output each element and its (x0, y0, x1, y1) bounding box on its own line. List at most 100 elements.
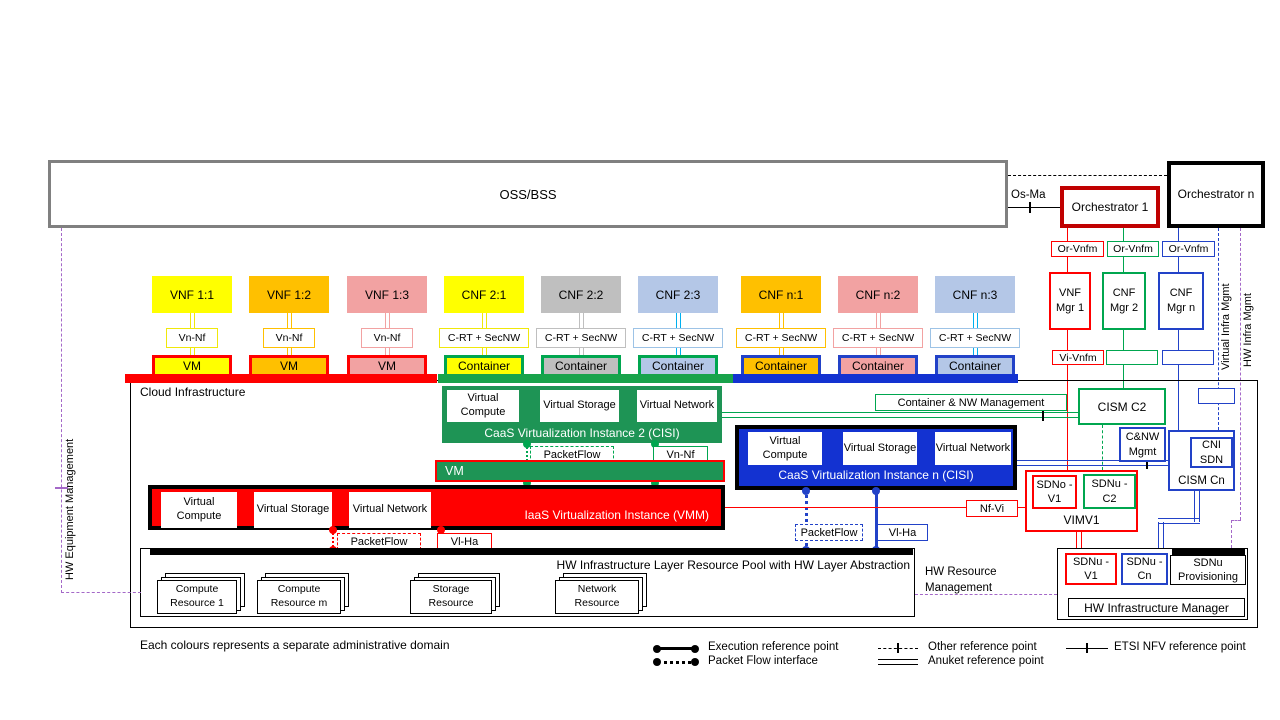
ref-label-crt-secnw: C-RT + SecNW (439, 328, 529, 348)
hw-infra-mgmt-line-2 (1231, 520, 1232, 548)
cnw-mgmt-box: C&NW Mgmt (1119, 427, 1166, 462)
legend-dot (691, 644, 699, 653)
legend-anuket-label: Anuket reference point (928, 655, 1044, 667)
ref-label-crt-secnw: C-RT + SecNW (633, 328, 723, 348)
virtual-infra-mgmt-line (1218, 228, 1219, 430)
nf-box-vnf-1-2: VNF 1:2 (249, 276, 329, 313)
vim-sdnu-v1-line (1076, 532, 1082, 553)
packetflow-line-blue (805, 490, 808, 551)
virtual-network-box: Virtual Network (935, 432, 1011, 465)
orchestrator-1-box: Orchestrator 1 (1060, 186, 1160, 228)
or-vnfm-label-green: Or-Vnfm (1107, 241, 1159, 257)
nf-vi-line (725, 507, 1025, 508)
ref-label-crt-secnw: C-RT + SecNW (833, 328, 923, 348)
compute-resource-m-stack: Compute Resource m (257, 573, 349, 614)
cloud-infrastructure-title: Cloud Infrastructure (140, 385, 246, 399)
caasn-cism-line (1017, 460, 1168, 466)
vm-domain-bar (125, 374, 437, 383)
sdno-v1-box: SDNo -V1 (1032, 475, 1077, 509)
sdnu-provisioning-bar (1172, 548, 1245, 555)
sdnu-c2-box: SDNu -C2 (1083, 474, 1136, 509)
cism-cn-drop-line-2 (1158, 518, 1200, 524)
hw-infra-mgmt-line (1240, 228, 1241, 520)
container-domain-bar-green (438, 374, 733, 383)
virtual-storage-box: Virtual Storage (540, 390, 619, 422)
vm-box: VM (152, 355, 232, 377)
connector-dot (523, 479, 531, 487)
connector-dot (651, 440, 659, 448)
nf-box-cnf-n-3: CNF n:3 (935, 276, 1015, 313)
iaas-instance-label: IaaS Virtualization Instance (VMM) (524, 508, 709, 522)
empty-blue-box (1198, 388, 1235, 404)
os-ma-line (1008, 207, 1060, 208)
cism-cn-drop-line-3 (1158, 522, 1164, 553)
cism-cn-label: CISM Cn (1178, 475, 1225, 487)
legend-dot (653, 644, 661, 653)
hw-infra-mgmt-line-jog (1231, 520, 1241, 521)
container-domain-bar-blue (733, 374, 1018, 383)
legend-packetflow-label: Packet Flow interface (708, 655, 818, 667)
or-vnfm-label-blue: Or-Vnfm (1162, 241, 1215, 257)
connector-dot (802, 487, 810, 495)
vl-ha-label-blue: Vl-Ha (877, 524, 928, 541)
hw-equipment-mgmt-line-v (61, 228, 62, 593)
virtual-storage-box: Virtual Storage (843, 432, 917, 465)
container-nw-mgmt-line (722, 412, 1078, 418)
legend-dot (653, 658, 661, 666)
nf-box-cnf-2-1: CNF 2:1 (444, 276, 524, 313)
cnf-mgr-n-box: CNF Mgr n (1158, 272, 1204, 330)
connector-dot (651, 479, 659, 487)
container-box: Container (638, 355, 718, 377)
execution-line-blue (875, 490, 878, 551)
cni-sdn-box: CNI SDN (1190, 437, 1233, 468)
vm-layer-bar: VM (435, 460, 725, 482)
caas-instance-2-label: CaaS Virtualization Instance 2 (CISI) (484, 426, 680, 440)
virtual-compute-box: Virtual Compute (748, 432, 822, 465)
packetflow-label-blue: PacketFlow (795, 524, 863, 541)
virtual-infra-mgmt-label: Virtual Infra Mgmt (1220, 283, 1232, 370)
virtual-compute-box: Virtual Compute (447, 390, 519, 422)
virtual-network-box: Virtual Network (349, 492, 431, 528)
virtual-storage-box: Virtual Storage (254, 492, 332, 528)
legend-other-tick (897, 643, 899, 653)
etsi-tick (1146, 457, 1148, 469)
empty-green-ref-box (1106, 350, 1158, 365)
cism-cn-box: CNI SDN CISM Cn (1168, 430, 1235, 491)
vl-ha-label-red: Vl-Ha (437, 533, 492, 550)
connector-dot (437, 526, 445, 534)
virtual-compute-box: Virtual Compute (161, 492, 237, 528)
etsi-tick (1042, 409, 1044, 421)
connector-dot (872, 487, 880, 495)
orchestrator-n-box: Orchestrator n (1167, 161, 1265, 228)
sdnu-cn-box: SDNu -Cn (1121, 553, 1168, 585)
ref-label-crt-secnw: C-RT + SecNW (736, 328, 826, 348)
storage-resource-stack: Storage Resource (410, 573, 500, 614)
ref-label-crt-secnw: C-RT + SecNW (536, 328, 626, 348)
ref-label-vn-nf: Vn-Nf (263, 328, 315, 348)
vn-nf-label-green: Vn-Nf (653, 446, 708, 463)
legend-note: Each colours represents a separate admin… (140, 638, 450, 652)
container-nw-mgmt-label: Container & NW Management (875, 394, 1067, 411)
legend-execution-label: Execution reference point (708, 641, 839, 653)
hw-infra-mgmt-label: HW Infra Mgmt (1242, 293, 1254, 367)
nf-box-cnf-n-2: CNF n:2 (838, 276, 918, 313)
iaas-instance-box: Virtual Compute Virtual Storage Virtual … (148, 485, 725, 530)
legend-execution-marker (657, 647, 697, 650)
hw-equipment-mgmt-line-h (61, 592, 141, 593)
hw-equipment-mgmt-label: HW Equipment Management (64, 438, 76, 580)
os-ma-tick (1029, 202, 1031, 213)
sdnu-v1-box: SDNu -V1 (1065, 553, 1117, 585)
ref-label-vn-nf: Vn-Nf (361, 328, 413, 348)
or-vnfm-label-red: Or-Vnfm (1051, 241, 1104, 257)
cism-c2-box: CISM C2 (1078, 388, 1166, 425)
compute-resource-1-stack: Compute Resource 1 (157, 573, 245, 614)
oss-orchn-dashed-line (1008, 175, 1167, 176)
vim-v1-box: SDNo -V1 SDNu -C2 VIMV1 (1025, 470, 1138, 532)
packetflow-label-red: PacketFlow (337, 533, 421, 550)
cism-cn-drop-line-1 (1194, 491, 1200, 522)
caas-instance-n-box: Virtual Compute Virtual Storage Virtual … (735, 425, 1017, 490)
nf-box-cnf-2-2: CNF 2:2 (541, 276, 621, 313)
sdnu-provisioning-box: SDNu Provisioning (1170, 555, 1246, 585)
caas-instance-2-box: Virtual Compute Virtual Storage Virtual … (442, 386, 722, 443)
connector-dot (523, 440, 531, 448)
